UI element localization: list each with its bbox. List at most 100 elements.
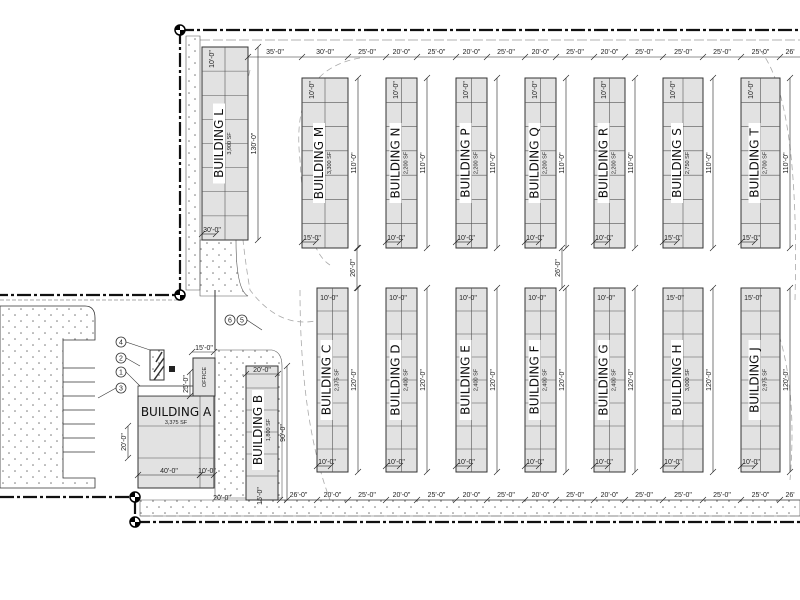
building-a-footprint[interactable]	[137, 395, 215, 489]
bottom-dim: 25'-0"	[752, 492, 770, 499]
top-dim: 20'-0"	[532, 49, 550, 56]
dimension-tick	[452, 53, 460, 61]
dimension-tick	[452, 238, 460, 246]
dimension-tick	[396, 462, 404, 470]
dimension-tick	[621, 496, 629, 504]
dimension-tick	[312, 238, 320, 246]
label-background	[528, 340, 541, 420]
dimension-tick	[590, 53, 598, 61]
top-dim: 25'-0"	[497, 49, 515, 56]
dimension-tick	[254, 236, 262, 244]
dimension-tick	[737, 462, 745, 470]
dim: 90'-0"	[280, 424, 287, 442]
dimension-tick	[313, 462, 321, 470]
unit-depth-dim: 15'-0"	[744, 295, 762, 302]
label-background	[213, 103, 225, 184]
bottom-dim: 25'-0"	[713, 492, 731, 499]
hatch	[153, 351, 165, 381]
building-length-dim: 110'-0"	[490, 152, 497, 174]
building-length-dim: 110'-0"	[706, 152, 713, 174]
top-dim: 25'-0"	[674, 49, 692, 56]
unit-depth-dim: 10'-0"	[597, 295, 615, 302]
unit-depth-dim: 10'-0"	[528, 295, 546, 302]
dimension-tick	[590, 496, 598, 504]
dimension-tick	[466, 238, 474, 246]
dimension-tick	[344, 53, 352, 61]
label-background	[748, 123, 761, 203]
dimension-tick	[699, 496, 707, 504]
building-name: BUILDING J	[748, 347, 762, 413]
dimension-tick	[353, 284, 361, 292]
building-name: BUILDING S	[670, 128, 684, 198]
building-name: BUILDING G	[597, 344, 611, 415]
dumpster-enclosure	[149, 349, 165, 381]
label-background	[459, 123, 472, 203]
top-dim: 35'-0"	[266, 49, 284, 56]
unit-depth-dim: 10'-0"	[389, 295, 407, 302]
top-dim: 25'-0"	[358, 49, 376, 56]
building-name: BUILDING T	[748, 128, 762, 198]
dimension-tick	[631, 284, 639, 292]
dimension-tick	[283, 496, 291, 504]
dimension-tick	[562, 468, 570, 476]
dimension-tick	[521, 238, 529, 246]
dimension-tick	[558, 244, 566, 252]
building-area: 2,400 SF	[612, 368, 618, 391]
unit-width-dim: 10'-0"	[664, 459, 682, 466]
callout-leader	[97, 319, 263, 399]
label-background	[389, 340, 402, 420]
dim: 25'-0"	[183, 375, 190, 393]
dimension-tick	[124, 454, 132, 462]
dimension-tick	[535, 238, 543, 246]
building-length-dim: 120'-0"	[628, 369, 635, 391]
bottom-dim: 25'-0"	[428, 492, 446, 499]
dimension-tick	[344, 496, 352, 504]
building-area: 2,400 SF	[543, 368, 549, 391]
building-area: 2,750 SF	[685, 151, 691, 174]
building-length-dim: 120'-0"	[706, 369, 713, 391]
dimension-tick	[709, 74, 717, 82]
unit-width-dim: 10'-0"	[742, 459, 760, 466]
building-name: BUILDING L	[212, 109, 226, 178]
office[interactable]	[192, 357, 216, 397]
dimension-tick	[413, 53, 421, 61]
dimension-tick	[786, 244, 794, 252]
dimension-tick	[276, 496, 284, 504]
drive-aisle-dim: 26'-0"	[555, 259, 562, 277]
dimension-tick	[659, 53, 667, 61]
label-background	[389, 123, 402, 203]
dimension-tick	[521, 496, 529, 504]
callout-number: 4	[119, 340, 123, 347]
bottom-dim: 25'-0"	[497, 492, 515, 499]
unit-width-dim: 10'-0"	[595, 235, 613, 242]
building-name: BUILDING R	[597, 128, 611, 198]
dimension-tick	[631, 74, 639, 82]
building-name: BUILDING D	[389, 344, 403, 415]
unit-width-dim: 15'-0"	[664, 235, 682, 242]
bottom-dim: 26'-0"	[290, 492, 308, 499]
dimension-tick	[298, 238, 306, 246]
dim: 10'-0"	[198, 468, 216, 475]
dimension-tick	[124, 422, 132, 430]
dimension-tick	[244, 53, 252, 61]
unit-depth-dim: 10'-0"	[459, 295, 477, 302]
building-length-dim: 110'-0"	[628, 152, 635, 174]
building-area: 3,300 SF	[327, 151, 333, 174]
dimension-tick	[709, 468, 717, 476]
dimension-tick	[673, 238, 681, 246]
